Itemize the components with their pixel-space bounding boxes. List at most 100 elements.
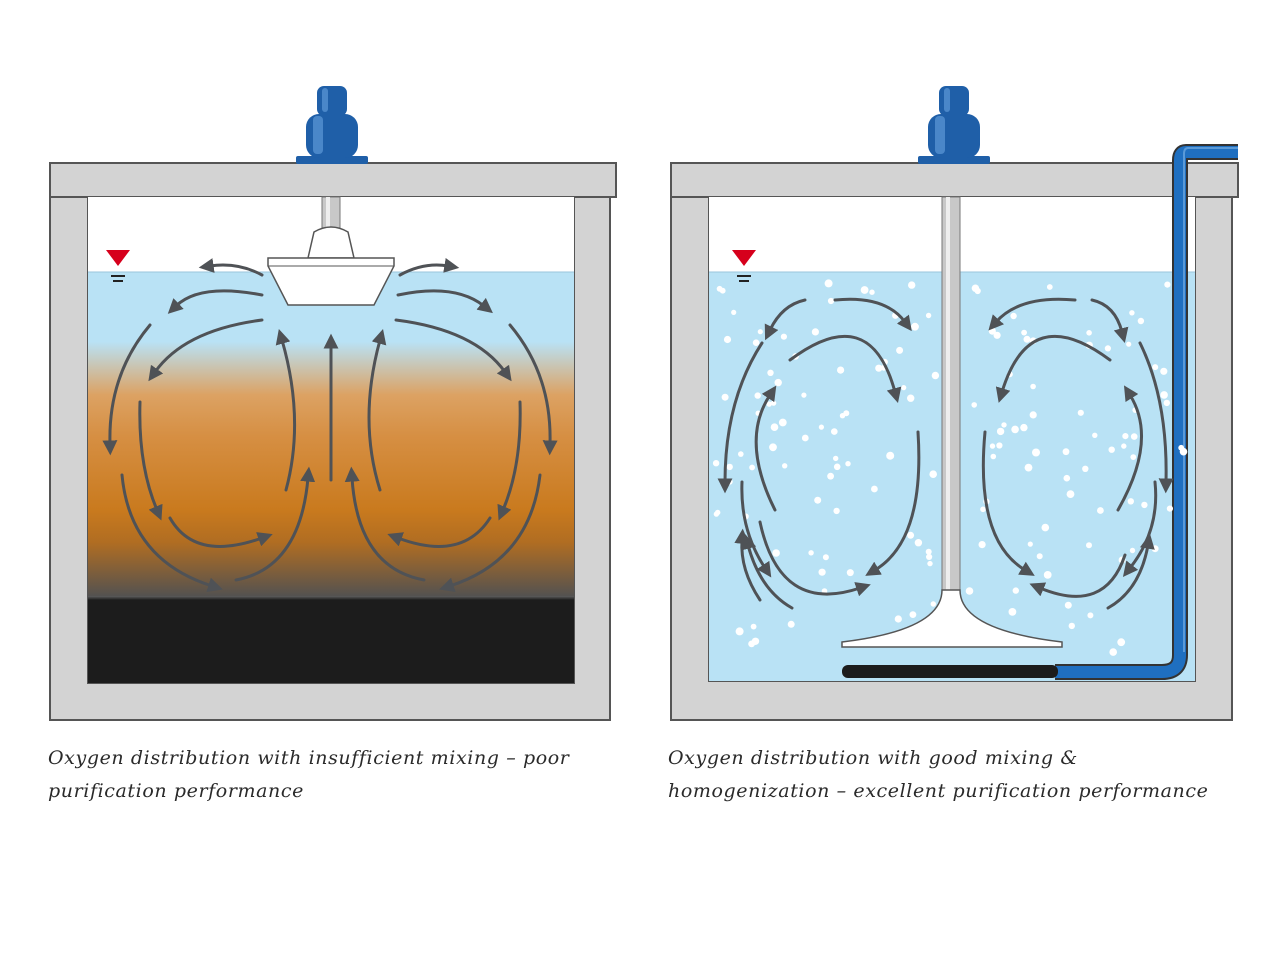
flow-arrow-icon <box>754 385 777 512</box>
air-bubble <box>735 627 744 636</box>
air-bubble <box>1068 622 1076 630</box>
air-bubble <box>827 297 835 305</box>
air-bubble <box>1164 281 1171 288</box>
air-bubble <box>989 443 996 449</box>
air-bubble <box>821 588 828 594</box>
flow-arrow-icon <box>1122 480 1158 577</box>
air-bubble <box>901 385 907 391</box>
air-bubble <box>971 284 980 292</box>
air-bubble <box>818 424 825 430</box>
caption-poor-mixing: Oxygen distribution with insufficient mi… <box>48 742 569 808</box>
air-bubble <box>818 568 826 576</box>
air-bubble <box>1021 329 1027 336</box>
surface-aerator <box>267 196 395 306</box>
flow-arrow-icon <box>120 473 223 593</box>
air-bubble <box>1030 383 1036 390</box>
air-bubble <box>925 312 932 319</box>
air-bubble <box>965 587 974 595</box>
air-bubble <box>1126 341 1132 347</box>
air-bubble <box>1024 463 1033 472</box>
air-bubble <box>1023 335 1031 343</box>
air-bubble <box>726 463 733 471</box>
motor-icon <box>918 86 990 164</box>
flow-arrow-icon <box>734 528 762 602</box>
caption-good-mixing-line-1: Oxygen distribution with good mixing & <box>668 747 1078 769</box>
air-bubble <box>1086 542 1092 549</box>
air-bubble <box>1163 399 1171 407</box>
air-bubble <box>908 281 916 289</box>
air-bubble <box>1137 317 1145 325</box>
air-supply-pipe <box>1055 144 1238 680</box>
flow-arrow-icon <box>234 466 316 582</box>
air-bubble <box>752 339 760 347</box>
air-bubble <box>833 507 840 515</box>
air-bubble <box>1097 507 1104 514</box>
air-bubble <box>978 541 986 549</box>
air-bubble <box>980 506 986 513</box>
air-bubble <box>971 402 977 408</box>
air-bubble <box>767 369 774 376</box>
flow-arrow-icon <box>167 289 264 314</box>
air-bubble <box>712 460 720 467</box>
air-bubble <box>911 322 919 331</box>
air-bubble <box>827 472 834 480</box>
air-bubble <box>1141 501 1148 509</box>
air-bubble <box>721 393 729 401</box>
air-bubble <box>871 485 878 493</box>
air-bubble <box>750 623 757 630</box>
air-bubble <box>1011 425 1019 434</box>
air-bubble <box>1092 432 1098 438</box>
flow-arrow-icon <box>102 323 152 456</box>
air-bubble <box>1117 638 1126 647</box>
air-bubble <box>774 378 782 387</box>
air-bubble <box>1041 523 1050 532</box>
air-bubble <box>814 496 822 504</box>
air-bubble <box>808 550 814 556</box>
air-bubble <box>1166 505 1173 512</box>
air-bubble <box>726 478 733 485</box>
air-bubble <box>770 423 779 432</box>
air-bubble <box>751 637 760 645</box>
air-bubble <box>1008 608 1017 616</box>
air-bubble <box>927 560 933 567</box>
flow-arrow-icon <box>741 533 794 610</box>
air-bubble <box>993 331 1001 339</box>
flow-arrow-icon <box>995 334 1112 403</box>
caption-good-mixing: Oxygen distribution with good mixing & h… <box>668 742 1208 808</box>
flow-arrow-icon <box>497 400 522 521</box>
air-bubble <box>845 461 851 467</box>
air-bubble <box>1160 367 1168 375</box>
air-bubble <box>1012 587 1019 594</box>
flow-arrow-icon <box>396 289 493 314</box>
air-bubble <box>996 442 1003 449</box>
air-bubble <box>1066 490 1075 498</box>
air-bubble <box>860 286 869 294</box>
air-bubble <box>907 531 915 539</box>
air-bubble <box>931 371 940 380</box>
flow-arrow-icon <box>1090 298 1129 344</box>
flow-arrow-icon <box>344 466 426 582</box>
air-bubble <box>925 548 932 555</box>
right-tank <box>670 86 1239 721</box>
air-bubble <box>1108 446 1115 453</box>
flow-arrow-icon <box>981 430 1035 576</box>
motor-icon <box>296 86 368 164</box>
left-tank-flow-arrows <box>102 258 558 593</box>
flow-arrow-icon <box>508 323 558 456</box>
flow-arrow-icon <box>148 318 264 382</box>
air-bubble <box>801 434 809 442</box>
air-bubble <box>1109 648 1117 656</box>
air-bubble <box>909 611 917 618</box>
left-tank <box>49 86 617 721</box>
air-bubble <box>719 287 726 294</box>
air-bubble <box>1063 474 1071 482</box>
hyperboloid-mixer <box>841 196 1063 648</box>
air-bubble <box>875 364 883 372</box>
air-bubble <box>754 392 761 399</box>
air-bubble <box>1129 310 1135 316</box>
air-bubble <box>787 620 795 628</box>
air-bubble <box>1062 448 1070 456</box>
flow-arrow-icon <box>717 341 764 494</box>
air-bubble <box>1160 391 1168 399</box>
